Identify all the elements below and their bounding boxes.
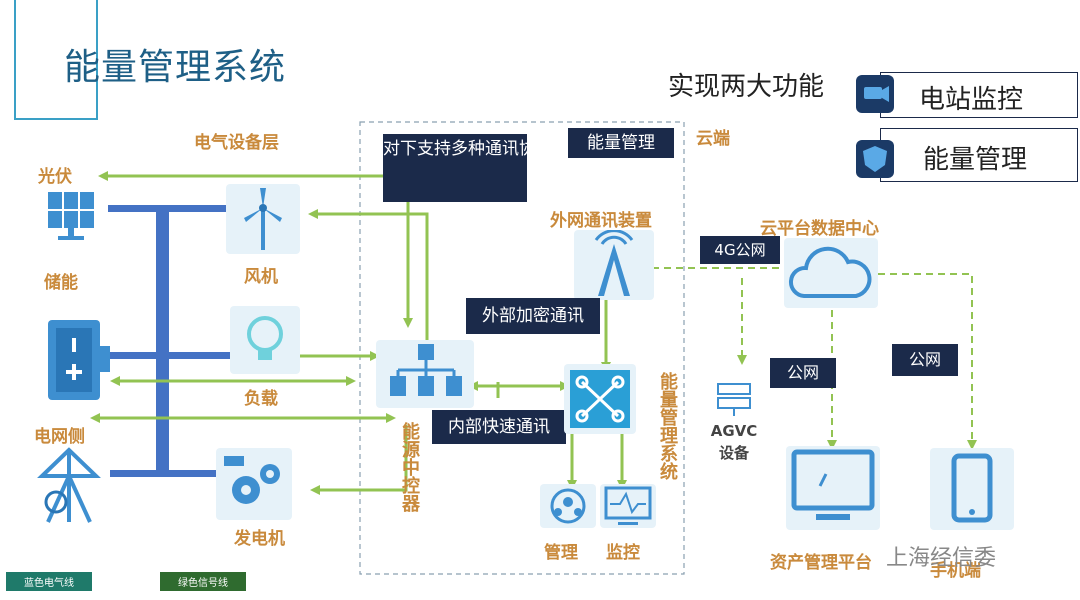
4g-network-label: 4G公网	[700, 236, 780, 264]
battery-icon	[44, 318, 112, 402]
ems-label: 能量管理系统	[657, 372, 678, 480]
bus-branch	[108, 352, 236, 359]
ems-network-icon	[564, 364, 636, 434]
electrical-bus	[156, 205, 169, 477]
energy-mgmt-label: 能量管理	[568, 128, 674, 158]
generator-label: 发电机	[234, 529, 285, 549]
lightbulb-icon	[230, 306, 300, 374]
camera-icon	[856, 75, 894, 113]
public-net-label-1: 公网	[770, 358, 836, 388]
cloud-dc-label: 云平台数据中心	[760, 219, 879, 239]
mobile-phone-icon	[930, 448, 1014, 530]
manage-label: 管理	[544, 543, 578, 563]
feature-energy-mgmt: 能量管理	[880, 128, 1078, 182]
bus-branch	[110, 470, 220, 477]
public-net-label-2: 公网	[892, 344, 958, 376]
storage-label: 储能	[44, 273, 78, 293]
features-heading: 实现两大功能	[668, 72, 825, 102]
controller-label: 能源中控器	[399, 422, 420, 512]
legend-green: 绿色信号线	[160, 572, 246, 591]
shield-icon	[856, 140, 894, 178]
solar-panel-icon	[44, 188, 98, 242]
external-comm-label: 外网通讯装置	[550, 211, 652, 231]
grid-label: 电网侧	[34, 427, 85, 447]
page-title: 能量管理系统	[64, 47, 287, 88]
monitor-chart-icon	[600, 484, 656, 528]
mobile-label: 手机端	[930, 561, 981, 581]
server-icon	[714, 382, 754, 418]
asset-platform-label: 资产管理平台	[770, 553, 872, 573]
load-label: 负载	[244, 389, 278, 409]
external-encrypt-label: 外部加密通讯	[466, 298, 600, 334]
wind-label: 风机	[244, 267, 278, 287]
generator-gear-icon	[216, 448, 292, 520]
cloud-layer-label: 云端	[696, 129, 730, 149]
protocol-note: 对下支持多种通讯协议	[383, 134, 553, 202]
bus-branch	[108, 205, 228, 212]
energy-mgmt-frame	[359, 121, 685, 575]
feature-label: 电站监控	[919, 85, 1024, 115]
antenna-icon	[574, 229, 654, 300]
feature-label: 能量管理	[923, 145, 1028, 175]
cloud-icon	[784, 238, 878, 308]
controller-icon	[376, 340, 474, 408]
manage-users-icon	[540, 484, 596, 528]
watermark: 上海经信委	[886, 546, 997, 571]
electrical-layer-label: 电气设备层	[194, 133, 279, 153]
pv-label: 光伏	[38, 167, 72, 187]
desktop-monitor-icon	[786, 446, 880, 530]
wind-turbine-icon	[226, 184, 300, 254]
title-frame	[14, 0, 98, 120]
power-tower-icon	[34, 446, 104, 524]
internal-fast-label: 内部快速通讯	[432, 410, 566, 444]
legend-blue: 蓝色电气线	[6, 572, 92, 591]
agvc-label: AGVC设备	[710, 422, 758, 462]
monitor-label: 监控	[606, 543, 640, 563]
